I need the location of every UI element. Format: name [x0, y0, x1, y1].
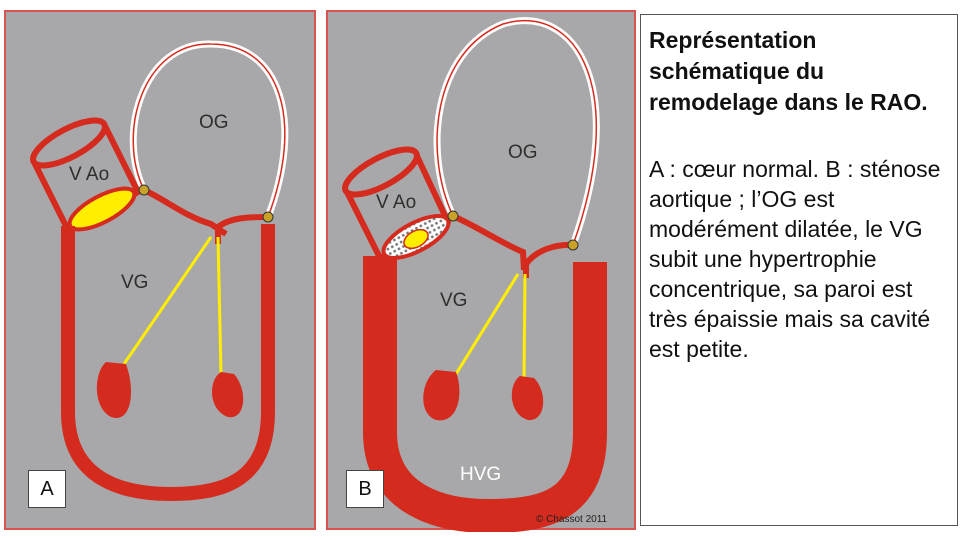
chordae-right [522, 273, 527, 379]
papillary-muscle-right [211, 372, 244, 418]
panel-a-normal-heart: V Ao OG VG A [4, 10, 316, 530]
hinge-point [447, 210, 459, 222]
caption-box: Représentation schématique du remodelage… [640, 14, 958, 526]
mitral-wall [142, 187, 228, 237]
ventricle-label: VG [121, 272, 148, 293]
hypertrophy-label: HVG [460, 464, 501, 485]
aortic-leaflet [67, 186, 137, 232]
aortic-leaflet [403, 228, 429, 250]
ventricle-wall [363, 256, 607, 532]
hinge-point [567, 239, 579, 251]
chordae-right [216, 236, 223, 375]
normal-heart-diagram: V Ao OG VG [30, 40, 289, 502]
stenosis-heart-diagram: V Ao OG VG HVG [342, 17, 607, 532]
caption-title: Représentation schématique du remodelage… [649, 27, 928, 115]
mitral-wall [451, 213, 527, 271]
atrium-label: OG [508, 142, 538, 163]
caption-body: A : cœur normal. B : sténose aortique ; … [649, 156, 941, 362]
atrium-label: OG [199, 112, 229, 133]
aorta-label: V Ao [376, 192, 416, 213]
papillary-muscle-left [423, 370, 460, 421]
aorta-label: V Ao [69, 164, 109, 185]
ventricle-wall [61, 224, 275, 502]
hinge-point [262, 211, 274, 223]
copyright-notice: © Chassot 2011 [536, 514, 608, 525]
aortic-ring-top [342, 146, 420, 198]
chordae-left [122, 236, 213, 365]
papillary-muscle-right [511, 376, 544, 421]
aortic-ring-top [30, 117, 108, 169]
papillary-muscle-left [96, 362, 131, 418]
panel-letter-b: B [346, 470, 384, 508]
chordae-left [454, 273, 520, 375]
ventricle-label: VG [440, 290, 467, 311]
panel-letter-a: A [28, 470, 66, 508]
left-atrium-outline [433, 17, 600, 247]
hinge-point [138, 184, 150, 196]
panel-b-aortic-stenosis: V Ao OG VG HVG B [326, 10, 636, 532]
